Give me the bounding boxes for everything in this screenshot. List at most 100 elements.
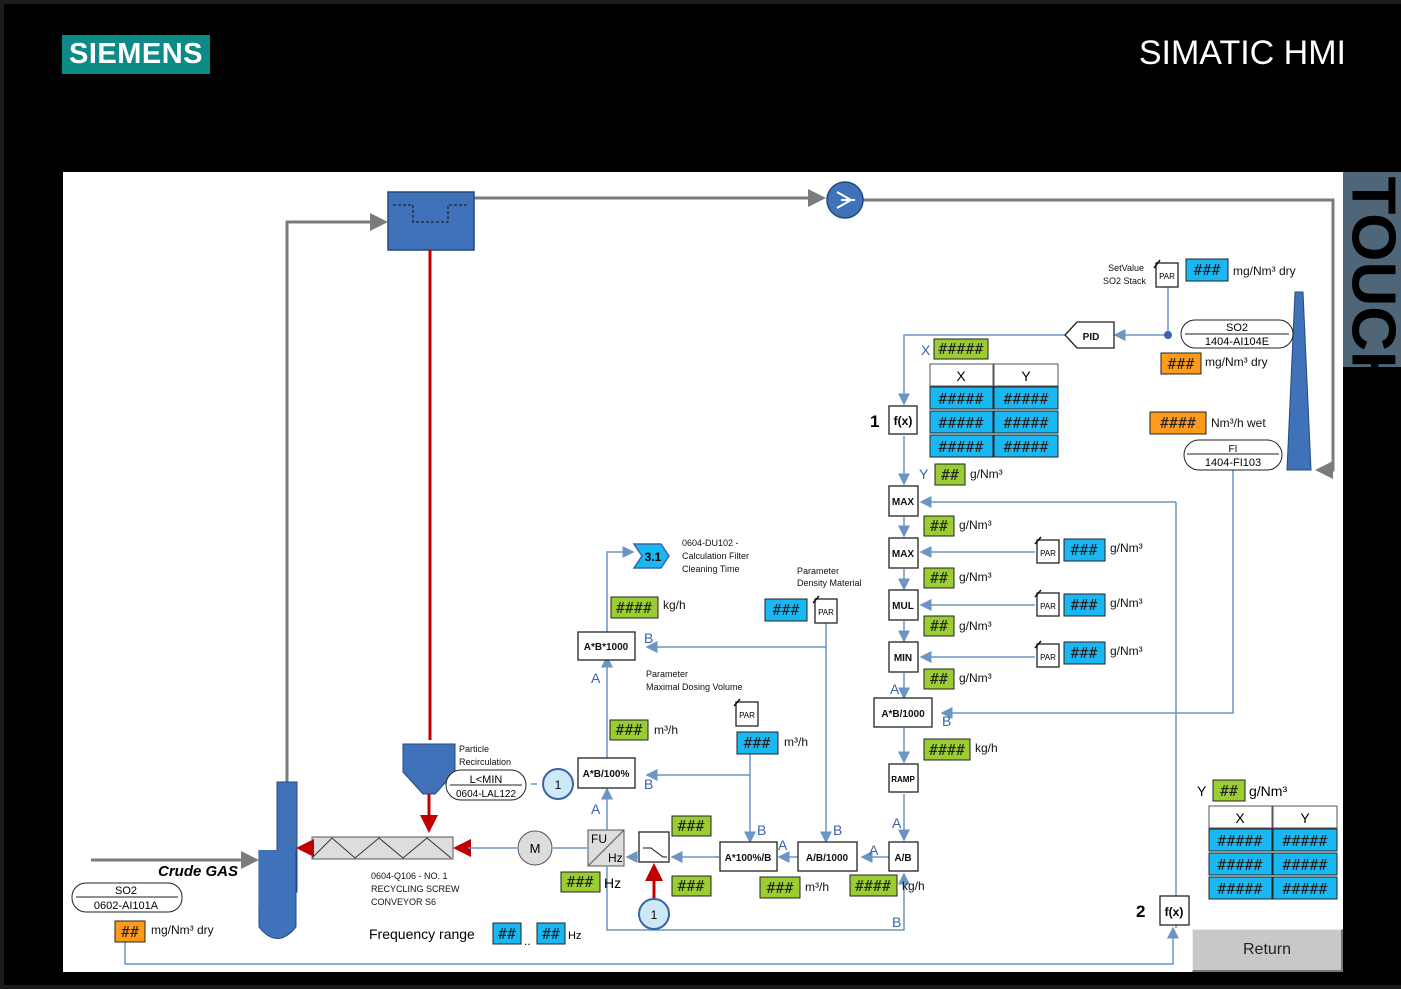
abx1000-block[interactable]: A*B*1000 (577, 631, 636, 661)
so2-setvalue-field[interactable]: ### (1185, 258, 1229, 282)
min-out-value: ## (923, 668, 955, 690)
fx1-x-reading: ##### (937, 340, 984, 358)
mul-out-value: ## (923, 615, 955, 637)
frequency-range-label: Frequency range (369, 926, 475, 942)
fx1-col-y: Y (1021, 368, 1031, 384)
dosing-volume-field[interactable]: ### (736, 731, 779, 755)
par-dosing-button[interactable]: PAR (733, 698, 759, 727)
fx1-cell: ##### (937, 390, 984, 408)
connector-1-upper[interactable]: 1 (542, 768, 574, 800)
max1-block[interactable]: MAX (888, 485, 919, 517)
fx1-cell: ##### (937, 414, 984, 432)
par-label: PAR (1040, 549, 1056, 558)
par-mul-button[interactable]: PAR (1034, 589, 1060, 617)
so2-stack-analyzer-tag[interactable]: SO2 1404-AI104E (1180, 319, 1294, 349)
ramp-in-reading: ### (676, 817, 705, 835)
fx1-block[interactable]: f(x) (888, 405, 918, 435)
hmi-title: SIMATIC HMI (1138, 34, 1346, 72)
min-param-field[interactable]: ### (1063, 641, 1106, 665)
max2-param-value: ### (1069, 541, 1098, 559)
process-screen: M FU Hz (63, 172, 1343, 972)
ab100-out-unit: m³/h (654, 723, 678, 737)
min-block[interactable]: MIN (888, 641, 919, 673)
level-alarm-tag[interactable]: L<MIN 0604-LAL122 (445, 769, 527, 801)
screw-label-1: 0604-Q106 - NO. 1 (371, 871, 448, 881)
fx2-col-x: X (1235, 810, 1245, 826)
connector-3-1-label: 3.1 (645, 550, 662, 564)
mul-param-field[interactable]: ### (1063, 593, 1106, 617)
junction-dot (1164, 331, 1172, 339)
ab1000-block[interactable]: A*B/1000 (873, 697, 933, 728)
fx1-cell: ##### (1002, 414, 1049, 432)
frequency-converter[interactable]: FU Hz (587, 829, 625, 867)
fu-hz-label: Hz (608, 851, 623, 865)
density-param-label-1: Parameter (797, 566, 839, 576)
fx2-label: f(x) (1165, 905, 1184, 919)
min-param-unit: g/Nm³ (1110, 644, 1143, 658)
fx2-block[interactable]: f(x) (1159, 895, 1190, 926)
fx2-table[interactable]: X Y ##### ##### ##### ##### ##### ##### (1208, 805, 1338, 900)
max2-out-reading: ## (929, 569, 949, 587)
mul-block[interactable]: MUL (888, 589, 919, 621)
reactor (258, 781, 298, 939)
fx1-label: f(x) (894, 414, 913, 428)
abx1000-out-value: #### (610, 596, 659, 619)
a100b-block[interactable]: A*100%/B (719, 841, 778, 872)
flow-unit: Nm³/h wet (1211, 416, 1266, 430)
fx2-y-label: Y (1197, 783, 1207, 799)
ab-div-1000-label: A/B/1000 (806, 853, 849, 864)
so2-crude-tag[interactable]: SO2 0602-AI101A (71, 882, 183, 913)
par-min-button[interactable]: PAR (1034, 640, 1060, 668)
freq-min-field[interactable]: ## (492, 922, 522, 945)
adivb-in-value: #### (849, 874, 898, 897)
max2-param-unit: g/Nm³ (1110, 541, 1143, 555)
so2-crude-unit: mg/Nm³ dry (151, 923, 214, 937)
bag-filter (387, 191, 475, 251)
mul-param-unit: g/Nm³ (1110, 596, 1143, 610)
flow-meter-tag[interactable]: FI 1404-FI103 (1183, 439, 1283, 471)
fx2-cell: ##### (1281, 832, 1328, 850)
so2-stack-value: ### (1160, 352, 1202, 375)
fx1-x-value: ##### (933, 338, 989, 360)
adivb-label: A/B (894, 853, 911, 864)
density-field[interactable]: ### (764, 598, 808, 622)
page-connector-3-1[interactable]: 3.1 (632, 543, 670, 569)
adivb-in-reading: #### (854, 877, 892, 895)
return-button[interactable]: Return (1192, 929, 1343, 972)
ramp-block[interactable]: RAMP (888, 763, 919, 793)
du102-label-1: 0604-DU102 - (682, 538, 739, 548)
dosing-param-label-2: Maximal Dosing Volume (646, 682, 743, 692)
freq-max-value: ## (541, 925, 561, 943)
par-label: PAR (1040, 653, 1056, 662)
max2-param-field[interactable]: ### (1063, 538, 1106, 562)
min-param-value: ### (1069, 644, 1098, 662)
flow-value: #### (1149, 411, 1207, 435)
ab1000-a-label: A (890, 681, 900, 697)
screw-conveyor (296, 836, 517, 860)
par-max2-button[interactable]: PAR (1034, 536, 1060, 564)
fu-freq-reading: ### (565, 873, 594, 891)
freq-max-field[interactable]: ## (536, 922, 566, 945)
ab100-a-label: A (591, 801, 601, 817)
ab-div-1000-block[interactable]: A/B/1000 (797, 841, 858, 872)
fx2-y-reading: ## (1219, 782, 1239, 800)
adivb-a2-label: A (869, 842, 879, 858)
dosing-param-label-1: Parameter (646, 669, 688, 679)
so2-label: SO2 (1226, 322, 1248, 334)
adivb-block[interactable]: A/B (888, 841, 919, 872)
par-setvalue-button[interactable]: PAR (1153, 259, 1179, 288)
par-density-button[interactable]: PAR (812, 595, 838, 624)
par-label: PAR (1040, 602, 1056, 611)
pid-controller[interactable]: PID (1064, 321, 1115, 349)
max2-block[interactable]: MAX (888, 537, 919, 569)
connector-1-lower[interactable]: 1 (638, 898, 670, 930)
motor-label: M (530, 841, 541, 856)
fx2-cell: ##### (1281, 880, 1328, 898)
ramp-function-block (638, 831, 670, 863)
process-diagram: M FU Hz (71, 181, 1338, 965)
ab-div-1000-b-label: B (833, 822, 842, 838)
max1-out-value: ## (923, 515, 955, 537)
ab100-block[interactable]: A*B/100% (577, 757, 636, 789)
setvalue-so2-stack: SetValue SO2 Stack (1103, 263, 1147, 286)
fx1-table[interactable]: X Y ##### ##### ##### ##### ##### ##### (929, 363, 1059, 458)
